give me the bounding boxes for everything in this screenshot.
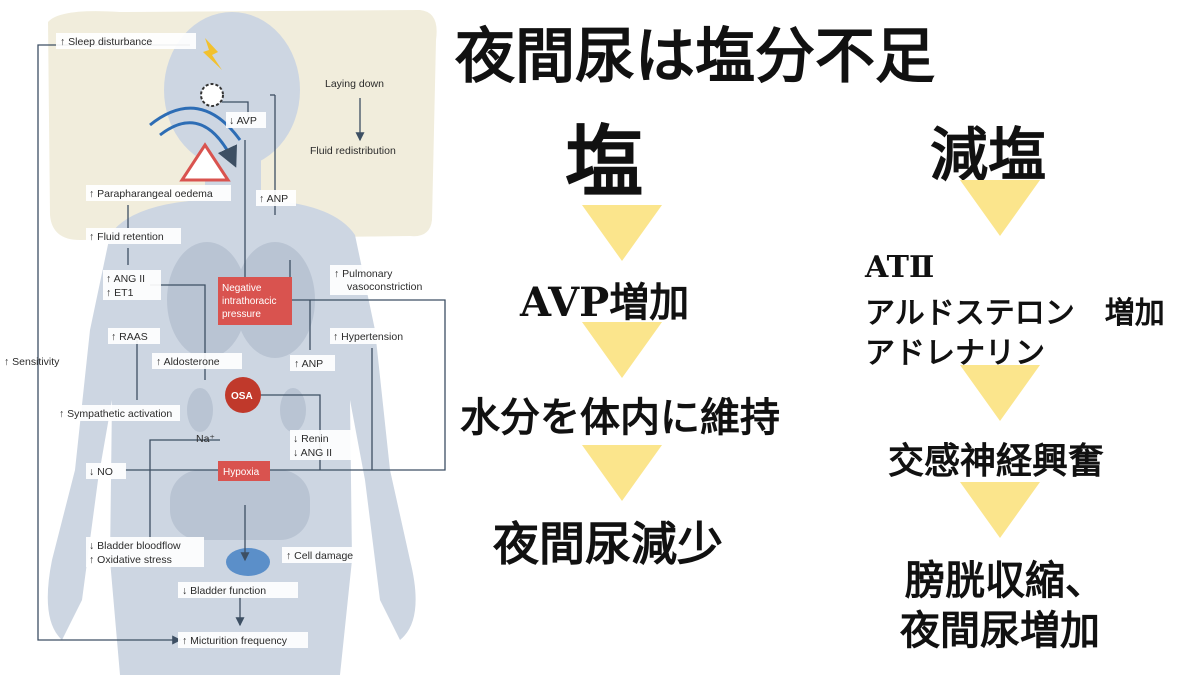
label-no: ↓ NO (89, 466, 113, 478)
label-pulmonary-2: vasoconstriction (347, 281, 422, 293)
airway-arrows (149, 106, 240, 165)
lightning-icon (203, 38, 222, 70)
negative-pressure-box (218, 277, 292, 325)
label-aldosterone: ↑ Aldosterone (156, 356, 220, 368)
label-osa: OSA (231, 391, 253, 402)
label-micturition: ↑ Micturition frequency (182, 635, 288, 647)
label-negative-1: Negative (222, 283, 262, 294)
label-raas: ↑ RAAS (111, 331, 148, 343)
page-title: 夜間尿は塩分不足 (455, 22, 935, 92)
warning-icon (179, 142, 231, 182)
arrow-down-icon (582, 205, 662, 261)
arrow-down-icon (582, 322, 662, 378)
label-et1: ↑ ET1 (106, 287, 134, 299)
label-sensitivity: ↑ Sensitivity (4, 356, 60, 368)
right-heading-low-salt: 減塩 (930, 121, 1047, 189)
label-fluid-redistribution: Fluid redistribution (310, 145, 396, 157)
left-heading-salt: 塩 (565, 117, 644, 208)
label-sympathetic: ↑ Sympathetic activation (59, 408, 172, 420)
arrow-down-icon (960, 180, 1040, 236)
label-hypertension: ↑ Hypertension (333, 331, 403, 343)
right-step-aldosterone: アルドステロン 増加 (865, 296, 1165, 331)
label-sleep-disturbance: ↑ Sleep disturbance (60, 36, 152, 48)
osa-nocturia-diagram: ↑ Sleep disturbance Laying down Fluid re… (4, 10, 446, 675)
label-avp: ↓ AVP (229, 115, 257, 127)
arrow-down-icon (960, 365, 1040, 421)
right-step-bladder: 膀胱収縮、 (905, 557, 1105, 604)
label-na: Na⁺ (196, 433, 215, 445)
arrow-down-icon (582, 445, 662, 501)
label-negative-2: intrathoracic (222, 296, 276, 307)
left-step-avp: AVP増加 (520, 279, 690, 326)
label-hypoxia: Hypoxia (223, 467, 260, 478)
right-step-sympathetic: 交感神経興奮 (888, 440, 1105, 482)
label-pulmonary-1: ↑ Pulmonary (334, 268, 393, 280)
label-anp-top: ↑ ANP (259, 193, 288, 205)
label-fluid-retention: ↑ Fluid retention (89, 231, 164, 243)
label-ang-ii-down: ↓ ANG II (293, 447, 332, 459)
brain-clock-icon (200, 83, 224, 107)
label-cell-damage: ↑ Cell damage (286, 550, 353, 562)
label-anp-mid: ↑ ANP (294, 358, 323, 370)
osa-circle (225, 377, 261, 413)
label-renin: ↓ Renin (293, 433, 329, 445)
left-step-water: 水分を体内に維持 (460, 394, 780, 441)
left-step-nocturia-decrease: 夜間尿減少 (493, 517, 723, 571)
right-step-nocturia-increase: 夜間尿増加 (900, 607, 1100, 654)
label-boxes (56, 33, 438, 648)
label-ang-ii: ↑ ANG II (106, 273, 145, 285)
hypoxia-box (218, 461, 270, 481)
label-parapharangeal: ↑ Parapharangeal oedema (89, 188, 213, 200)
arrow-down-icon (960, 482, 1040, 538)
label-negative-3: pressure (222, 309, 261, 320)
label-oxidative-stress: ↑ Oxidative stress (89, 554, 172, 566)
label-laying-down: Laying down (325, 78, 384, 90)
right-step-at2: ATⅡ (865, 250, 935, 285)
label-bladder-bloodflow: ↓ Bladder bloodflow (89, 540, 181, 552)
label-bladder-function: ↓ Bladder function (182, 585, 266, 597)
